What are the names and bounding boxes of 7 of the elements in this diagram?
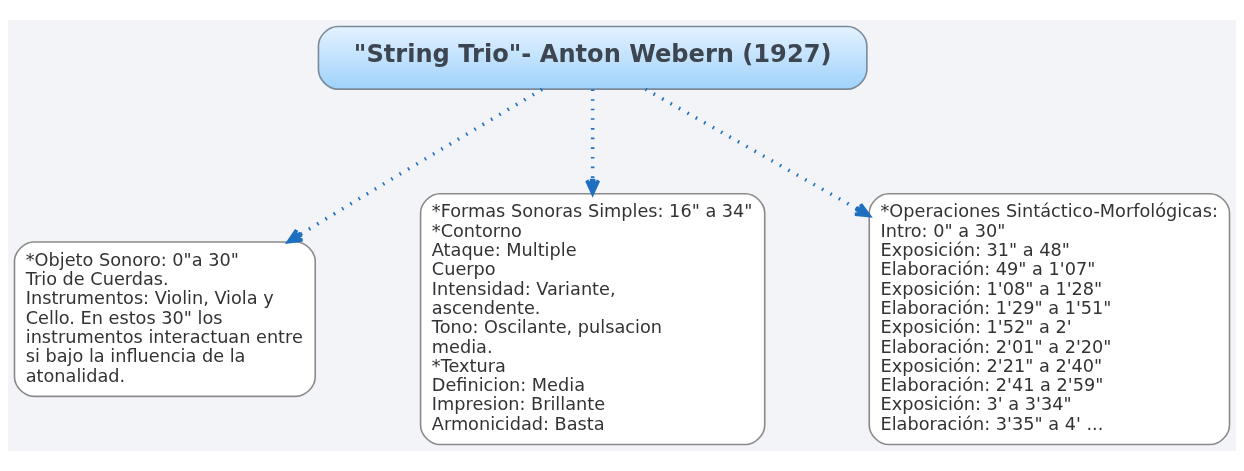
node-box: *Objeto Sonoro: 0"a 30" Trio de Cuerdas. Instrumentos: Violin, Viola y Cello. En estos 30" los instrumentos interactuan entre si bajo la influencia de la atonalidad.: [13, 241, 317, 398]
arrow: [286, 87, 543, 244]
arrow: [644, 87, 871, 218]
node-box: *Operaciones Sintáctico-Morfológicas: Intro: 0" a 30" Exposición: 31" a 48" Elaboración: 49" a 1'07" Exposición: 1'08" a 1'28" Elaboración: 1'29" a 1'51" Exposición: 1'52" a 2' Elaboración: 2'01" a 2'20" Exposición: 2'21" a 2'40" Elaboración: 2'41 a 2'59" Exposición: 3' a 3'34" Elaboración: 3'35" a 4' ...: [868, 192, 1231, 446]
node-box: *Formas Sonoras Simples: 16" a 34" *Contorno Ataque: Multiple Cuerpo Intensidad: Variante, ascendente. Tono: Oscilante, pulsacion media. *Textura Definicion: Media Impresion: Brillante Armonicidad: Basta: [419, 192, 766, 446]
node-box: "String Trio"- Anton Webern (1927): [317, 25, 868, 90]
arrow: [585, 89, 601, 196]
